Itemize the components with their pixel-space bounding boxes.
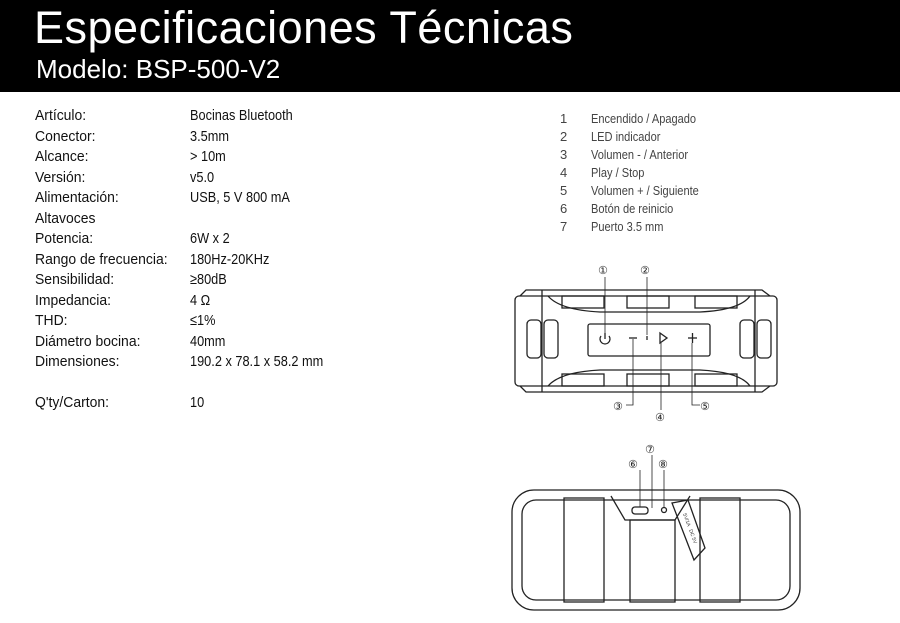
spec-label: Potencia: bbox=[35, 230, 94, 247]
spec-label: Dimensiones: bbox=[35, 353, 120, 370]
callout-5: ⑤ bbox=[700, 400, 710, 413]
header-band: Especificaciones Técnicas Modelo: BSP-50… bbox=[0, 0, 900, 92]
jack-port bbox=[660, 506, 668, 514]
legend-number: 6 bbox=[560, 201, 568, 216]
legend-text: LED indicador bbox=[591, 129, 661, 144]
callout-7: ⑦ bbox=[645, 443, 655, 456]
legend-number: 3 bbox=[560, 147, 568, 162]
spec-label: THD: bbox=[35, 312, 68, 329]
port-cover-flap bbox=[671, 499, 706, 562]
spec-label: Q'ty/Carton: bbox=[35, 394, 109, 411]
callout-1: ① bbox=[598, 264, 608, 277]
legend-number: 7 bbox=[560, 219, 568, 234]
spec-value: ≥80dB bbox=[190, 271, 227, 288]
callout-4: ④ bbox=[655, 411, 665, 424]
spec-value: 180Hz-20KHz bbox=[190, 250, 270, 268]
speaker-top-view bbox=[514, 277, 778, 410]
spec-value: 190.2 x 78.1 x 58.2 mm bbox=[190, 353, 324, 370]
spec-value: Bocinas Bluetooth bbox=[190, 107, 293, 124]
spec-label: Alimentación: bbox=[35, 189, 119, 206]
spec-value: ≤1% bbox=[190, 312, 216, 329]
flap-label-1: 5V/1A bbox=[681, 513, 692, 528]
spec-label: Rango de frecuencia: bbox=[35, 250, 168, 268]
spec-value: 6W x 2 bbox=[190, 230, 230, 247]
legend-number: 1 bbox=[560, 111, 568, 126]
legend-number: 4 bbox=[560, 165, 568, 180]
spec-value: USB, 5 V 800 mA bbox=[190, 189, 290, 206]
page-title: Especificaciones Técnicas bbox=[34, 2, 574, 53]
legend-text: Encendido / Apagado bbox=[591, 111, 697, 126]
legend-text: Volumen + / Siguiente bbox=[591, 183, 699, 198]
speaker-back-view bbox=[511, 455, 801, 611]
spec-label: Versión: bbox=[35, 168, 86, 186]
spec-label: Diámetro bocina: bbox=[35, 332, 141, 350]
spec-value: 4 Ω bbox=[190, 291, 211, 309]
spec-label: Altavoces bbox=[35, 209, 96, 227]
plus-icon bbox=[688, 333, 697, 343]
model-subtitle: Modelo: BSP-500-V2 bbox=[36, 54, 281, 84]
callout-2: ② bbox=[640, 264, 650, 277]
legend-text: Play / Stop bbox=[591, 165, 645, 180]
spec-value: v5.0 bbox=[190, 168, 215, 186]
spec-value: 3.5mm bbox=[190, 127, 229, 145]
usb-port bbox=[631, 506, 649, 515]
legend-number: 2 bbox=[560, 129, 568, 144]
spec-label: Impedancia: bbox=[35, 291, 111, 309]
spec-label: Artículo: bbox=[35, 107, 87, 124]
legend-text: Puerto 3.5 mm bbox=[591, 219, 664, 234]
spec-value: 10 bbox=[190, 394, 205, 411]
callout-3: ③ bbox=[613, 400, 623, 413]
legend-text: Botón de reinicio bbox=[591, 201, 674, 216]
legend-text: Volumen - / Anterior bbox=[591, 147, 689, 162]
spec-label: Conector: bbox=[35, 127, 96, 145]
flap-label-2: DC 5V bbox=[687, 529, 698, 546]
legend-number: 5 bbox=[560, 183, 568, 198]
play-icon bbox=[659, 331, 669, 345]
spec-label: Alcance: bbox=[35, 148, 89, 165]
spec-value: 40mm bbox=[190, 332, 226, 350]
spec-value: > 10m bbox=[190, 148, 226, 165]
callout-8: ⑧ bbox=[658, 458, 668, 471]
power-icon bbox=[599, 333, 611, 345]
callout-6: ⑥ bbox=[628, 458, 638, 471]
spec-label: Sensibilidad: bbox=[35, 271, 115, 288]
